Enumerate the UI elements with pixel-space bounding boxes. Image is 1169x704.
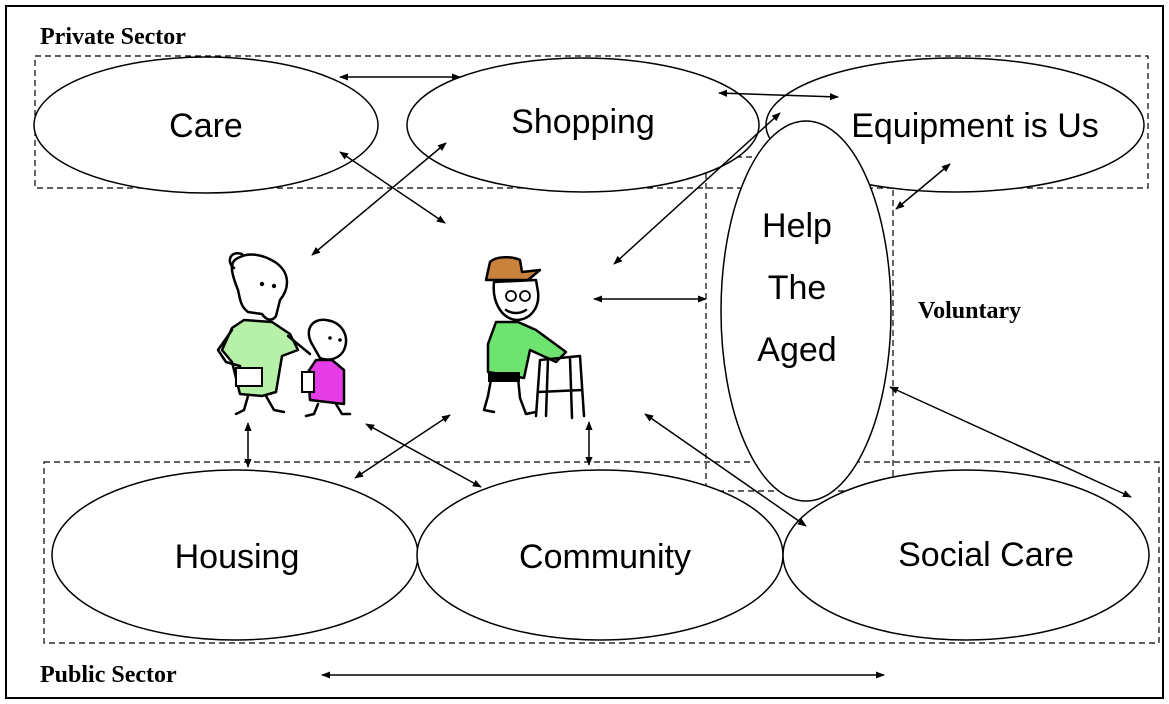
voluntary-sector-label: Voluntary	[918, 298, 1021, 324]
arrow-man-social-care	[644, 413, 807, 527]
housing-label: Housing	[175, 538, 300, 576]
help-the-aged-label-line3: Aged	[757, 331, 836, 369]
help-the-aged-label-line1: Help	[762, 207, 832, 245]
arrow-man-housing	[354, 414, 451, 479]
equipment-is-us-label: Equipment is Us	[851, 107, 1099, 145]
help-the-aged-node	[720, 120, 892, 502]
arrow-voluntary-social-care	[889, 386, 1132, 498]
arrow-shopping-equipment	[718, 89, 839, 101]
shopping-label: Shopping	[511, 103, 655, 141]
diagram-frame	[5, 5, 1164, 699]
care-label: Care	[169, 107, 243, 145]
public-sector-box	[43, 461, 1160, 644]
arrow-shopping-woman	[311, 142, 447, 256]
woman-and-child-figure	[216, 251, 352, 418]
social-care-label: Social Care	[898, 536, 1074, 574]
public-sector-label: Public Sector	[40, 662, 177, 688]
private-sector-label: Private Sector	[40, 24, 186, 50]
help-the-aged-label-line2: The	[768, 269, 827, 307]
elderly-man-with-walker-figure	[482, 256, 586, 420]
care-node	[33, 56, 379, 194]
community-label: Community	[519, 538, 691, 576]
arrow-equipment-voluntary	[895, 163, 951, 210]
arrow-equipment-man	[613, 112, 781, 265]
